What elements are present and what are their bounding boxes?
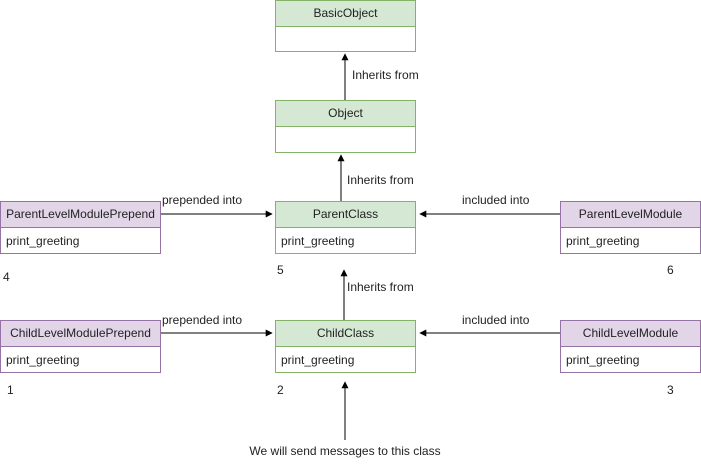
module-name: ParentLevelModulePrepend xyxy=(1,202,160,228)
class-name: ParentClass xyxy=(276,202,415,228)
order-number: 1 xyxy=(7,383,14,397)
class-childclass[interactable]: ChildClass print_greeting xyxy=(275,320,416,373)
edge-label-childclass-to-parentclass: Inherits from xyxy=(347,280,414,294)
order-number: 3 xyxy=(667,383,674,397)
order-number: 4 xyxy=(3,270,10,284)
module-method: print_greeting xyxy=(566,234,640,248)
class-method: print_greeting xyxy=(281,353,355,367)
order-number: 5 xyxy=(277,263,284,277)
module-parentlevelmoduleprepend[interactable]: ParentLevelModulePrepend print_greeting xyxy=(0,201,161,254)
module-childlevelmodule[interactable]: ChildLevelModule print_greeting xyxy=(560,320,701,373)
class-basicobject[interactable]: BasicObject xyxy=(275,0,416,52)
order-number: 6 xyxy=(667,263,674,277)
class-name: Object xyxy=(276,101,415,127)
edge-label-parentclass-to-object: Inherits from xyxy=(347,173,414,187)
module-name: ChildLevelModule xyxy=(561,321,700,347)
edge-label-parent-include: included into xyxy=(462,193,530,207)
module-method: print_greeting xyxy=(566,353,640,367)
edge-label-child-prepend: prepended into xyxy=(162,313,243,327)
class-object[interactable]: Object xyxy=(275,100,416,153)
class-method: print_greeting xyxy=(281,234,355,248)
module-childlevelmoduleprepend[interactable]: ChildLevelModulePrepend print_greeting xyxy=(0,320,161,373)
message-caption: We will send messages to this class xyxy=(249,444,441,458)
class-name: ChildClass xyxy=(276,321,415,347)
module-parentlevelmodule[interactable]: ParentLevelModule print_greeting xyxy=(560,201,701,254)
class-name: BasicObject xyxy=(276,1,415,27)
module-name: ChildLevelModulePrepend xyxy=(1,321,160,347)
edge-label-child-include: included into xyxy=(462,313,530,327)
edge-label-object-to-basicobject: Inherits from xyxy=(352,68,419,82)
module-name: ParentLevelModule xyxy=(561,202,700,228)
module-method: print_greeting xyxy=(6,353,80,367)
class-parentclass[interactable]: ParentClass print_greeting xyxy=(275,201,416,254)
order-number: 2 xyxy=(277,383,284,397)
edge-label-parent-prepend: prepended into xyxy=(162,193,243,207)
module-method: print_greeting xyxy=(6,234,80,248)
